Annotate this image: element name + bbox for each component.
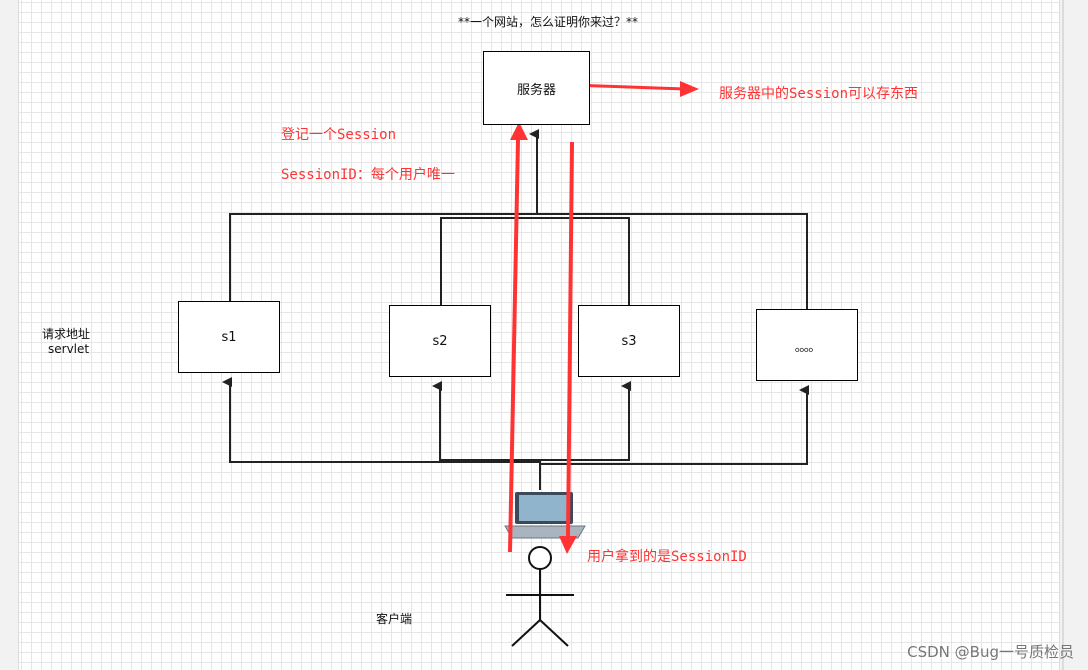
diagram-title: **一个网站，怎么证明你来过？** — [458, 15, 639, 29]
up-red-arrow-head — [510, 122, 528, 140]
annotation-session-id: SessionID：每个用户唯一 — [281, 167, 455, 183]
server-red-arrow-head — [680, 81, 699, 97]
servlet-s1: s1 — [178, 301, 280, 373]
user-figure — [506, 546, 574, 647]
servlet-s2: s2 — [389, 305, 491, 377]
csdn-watermark: CSDN @Bug一号质检员 — [907, 643, 1074, 661]
annotation-server-session: 服务器中的Session可以存东西 — [719, 86, 919, 102]
client-label: 客户端 — [376, 612, 413, 626]
s2-to-server-line — [440, 217, 630, 306]
client-to-s1-line — [222, 377, 541, 490]
laptop-icon — [504, 492, 586, 539]
left-label-line1: 请求地址 — [42, 327, 91, 341]
servlet-more: 。。。。 — [756, 309, 858, 381]
down-red-arrow-shaft — [566, 141, 574, 539]
left-label-line2: servlet — [48, 342, 90, 356]
annotation-register-session: 登记一个Session — [281, 127, 397, 143]
down-red-arrow-head — [559, 536, 577, 554]
annotation-user-session-id: 用户拿到的是SessionID — [587, 549, 747, 565]
client-to-s3-line — [440, 381, 631, 461]
canvas-edge — [1062, 0, 1064, 670]
s1-to-server-line — [229, 213, 808, 309]
servlet-s3: s3 — [578, 305, 680, 377]
server-box: 服务器 — [483, 51, 590, 125]
up-red-arrow-shaft — [508, 139, 520, 553]
client-to-etc-line — [540, 385, 809, 465]
server-red-arrow-shaft — [570, 83, 686, 91]
